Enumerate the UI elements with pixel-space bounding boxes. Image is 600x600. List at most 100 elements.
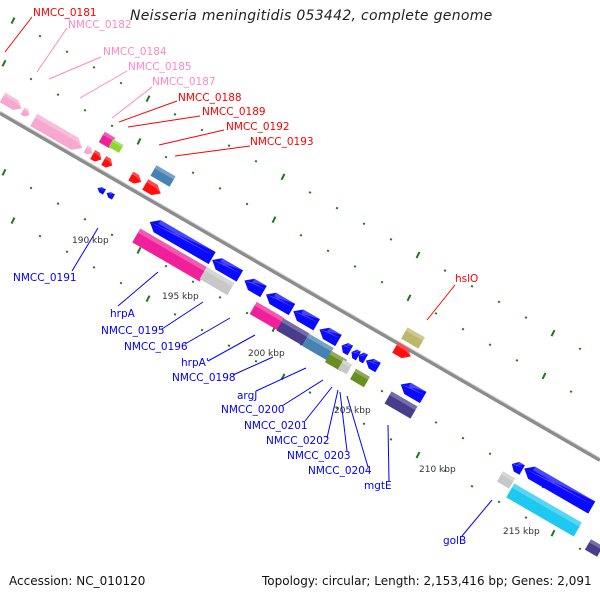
gene-label[interactable]: NMCC_0193 [174,136,314,157]
gene-label[interactable]: NMCC_0204 [308,395,372,477]
gene-label-text[interactable]: NMCC_0181 [33,7,97,19]
gene-label[interactable]: NMCC_0200 [221,379,324,416]
gene-feature[interactable] [349,348,361,361]
gene-feature[interactable] [146,216,216,265]
tick-mark [443,269,447,273]
gene-feature[interactable] [83,145,95,157]
gene-feature[interactable] [105,190,115,200]
gene-label-text[interactable]: NMCC_0204 [308,465,372,477]
gene-feature[interactable] [401,327,425,349]
gene-label[interactable]: hrpA [110,271,159,320]
label-leader-line [118,100,178,123]
gene-label-text[interactable]: NMCC_0185 [128,61,192,73]
gene-feature[interactable] [509,459,525,475]
tick-mark [389,438,393,441]
gene-feature[interactable] [241,275,267,298]
gene-feature[interactable] [584,539,600,557]
gene-label-text[interactable]: argJ [237,390,257,402]
gene-feature[interactable] [506,483,582,537]
gene-label[interactable]: argJ [237,367,307,402]
gene-feature[interactable] [363,356,381,373]
tick-mark [524,516,528,519]
tick-mark [200,128,204,132]
gene-feature[interactable] [0,92,24,114]
gene-feature[interactable] [128,171,143,187]
gene-label-text[interactable]: NMCC_0188 [178,92,242,104]
gene-label[interactable]: NMCC_0182 [36,19,132,73]
gene-feature[interactable] [302,333,334,361]
gene-label[interactable]: NMCC_0184 [48,46,167,80]
gene-feature[interactable] [249,301,285,331]
gene-label[interactable]: NMCC_0192 [158,121,290,146]
gene-feature[interactable] [263,289,296,316]
gene-label[interactable]: mgtE [364,424,392,492]
gene-label-text[interactable]: NMCC_0203 [287,450,351,462]
gene-feature[interactable] [90,150,104,164]
gene-feature[interactable] [350,368,370,388]
gene-feature[interactable] [132,228,208,282]
gene-label-text[interactable]: hrpA [110,308,136,320]
gene-body [108,139,124,153]
gene-label[interactable]: hslO [426,273,478,321]
gene-feature[interactable] [392,342,414,361]
gene-label-text[interactable]: golB [443,535,466,547]
gene-label-text[interactable]: NMCC_0189 [202,106,266,118]
gene-label-text[interactable]: NMCC_0196 [124,341,188,353]
gene-feature[interactable] [384,391,418,419]
gene-label[interactable]: NMCC_0198 [172,356,274,384]
tick-mark [145,95,151,103]
gene-feature[interactable] [496,471,516,489]
gene-feature[interactable] [276,318,310,346]
gene-label-text[interactable]: NMCC_0193 [250,136,314,148]
gene-feature[interactable] [199,266,235,296]
gene-feature[interactable] [20,107,32,119]
gene-label[interactable]: NMCC_0195 [101,301,204,337]
gene-label[interactable]: NMCC_0189 [127,106,266,128]
gene-label-text[interactable]: NMCC_0191 [13,272,77,284]
gene-feature[interactable] [108,139,124,153]
gene-label[interactable]: NMCC_0191 [13,227,99,284]
gene-feature[interactable] [290,306,320,331]
gene-label[interactable]: hrpA' [181,334,256,369]
genome-backbone [0,111,600,462]
gene-label[interactable]: NMCC_0196 [124,317,231,353]
gene-label-text[interactable]: NMCC_0201 [244,420,308,432]
gene-feature[interactable] [30,113,85,154]
gene-label-text[interactable]: NMCC_0192 [226,121,290,133]
gene-feature[interactable] [356,351,368,364]
gene-feature[interactable] [316,324,342,347]
gene-label-text[interactable]: hrpA' [181,357,209,369]
gene-label-text[interactable]: NMCC_0200 [221,404,285,416]
gene-label[interactable]: NMCC_0202 [266,389,339,447]
tick-mark [308,191,312,194]
gene-feature[interactable] [339,341,354,356]
gene-feature[interactable] [142,179,164,198]
gene-label[interactable]: NMCC_0185 [79,61,192,99]
gene-label[interactable]: NMCC_0203 [287,391,351,462]
tick-mark [10,17,16,24]
gene-label-text[interactable]: NMCC_0198 [172,372,236,384]
gene-feature[interactable] [101,156,115,170]
gene-label-text[interactable]: NMCC_0195 [101,325,165,337]
gene-label-text[interactable]: NMCC_0187 [152,76,216,88]
gene-body [20,107,30,117]
gene-label[interactable]: NMCC_0187 [111,76,216,119]
gene-label-text[interactable]: hslO [455,273,478,285]
gene-feature[interactable] [521,462,596,514]
gene-feature[interactable] [150,165,176,187]
gene-feature[interactable] [96,185,106,195]
gene-label-text[interactable]: NMCC_0182 [68,19,132,31]
gene-label-text[interactable]: NMCC_0184 [103,46,167,58]
gene-feature[interactable] [337,359,353,375]
gene-feature[interactable] [397,379,427,404]
kbp-label: 200 kbp [248,349,285,359]
tick-mark [145,295,151,303]
gene-label[interactable]: NMCC_0188 [118,92,242,123]
gene-label[interactable]: NMCC_0181 [4,7,97,53]
gene-label-text[interactable]: NMCC_0202 [266,435,330,447]
gene-label[interactable]: golB [443,499,493,547]
gene-feature[interactable] [209,254,244,282]
gene-label-text[interactable]: mgtE [364,480,392,492]
tick-mark [515,358,519,362]
gene-label[interactable]: NMCC_0201 [244,386,333,432]
